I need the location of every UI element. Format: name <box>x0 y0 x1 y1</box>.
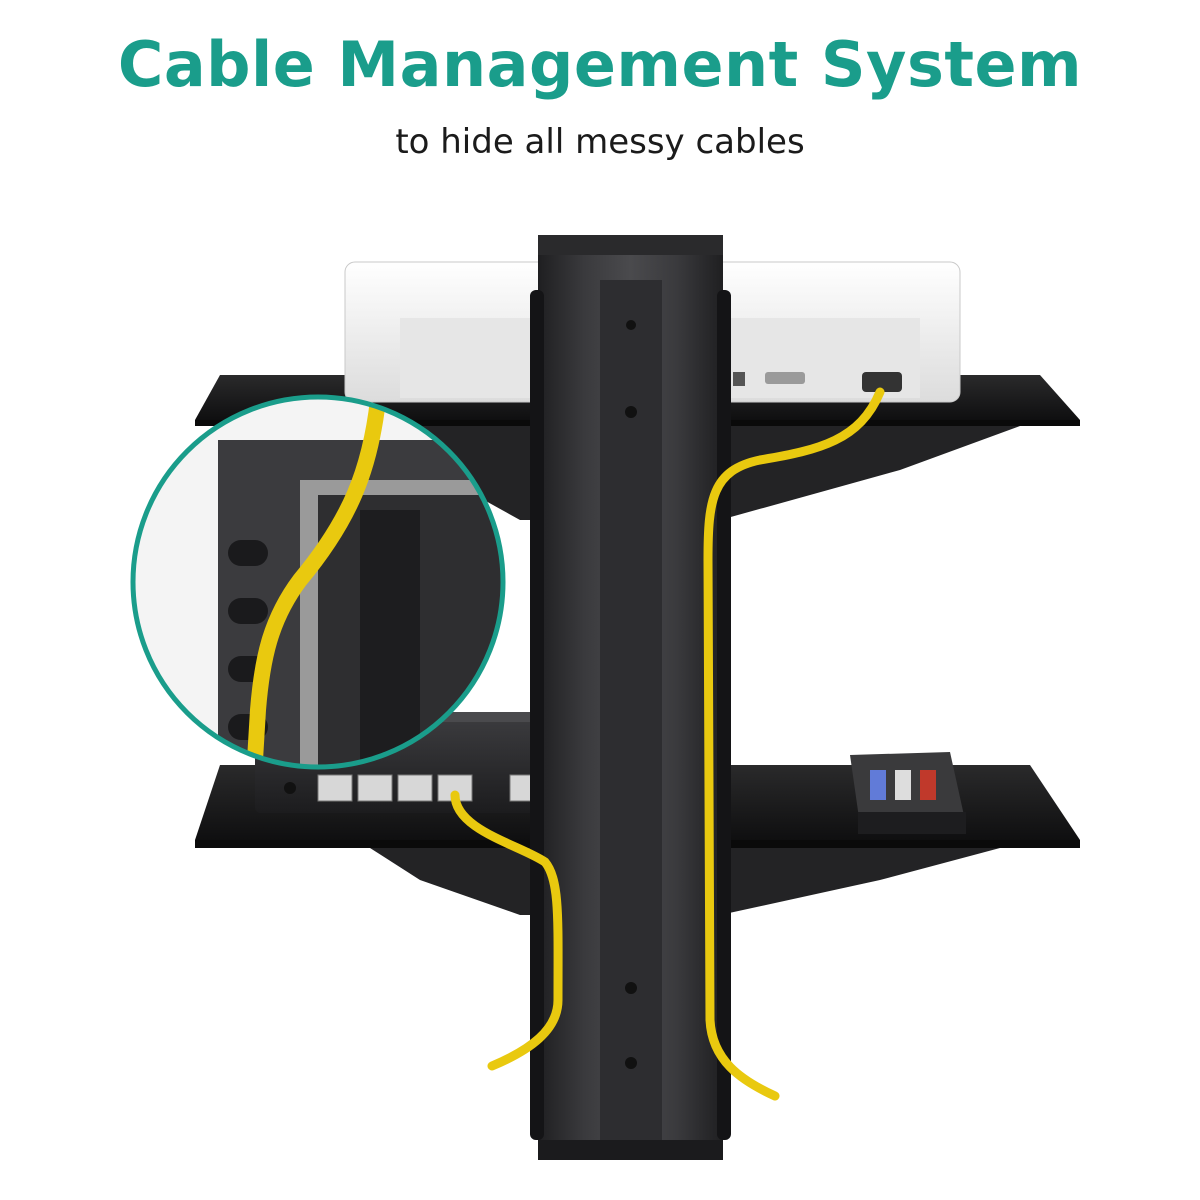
ethernet-port-icon <box>317 774 545 802</box>
page-subtitle: to hide all messy cables <box>395 122 805 162</box>
center-post <box>530 235 731 1160</box>
page-title: Cable Management System <box>117 28 1083 101</box>
remote-control <box>850 752 966 834</box>
magnifier-callout-icon <box>130 394 506 770</box>
cable-icon <box>450 387 885 1101</box>
